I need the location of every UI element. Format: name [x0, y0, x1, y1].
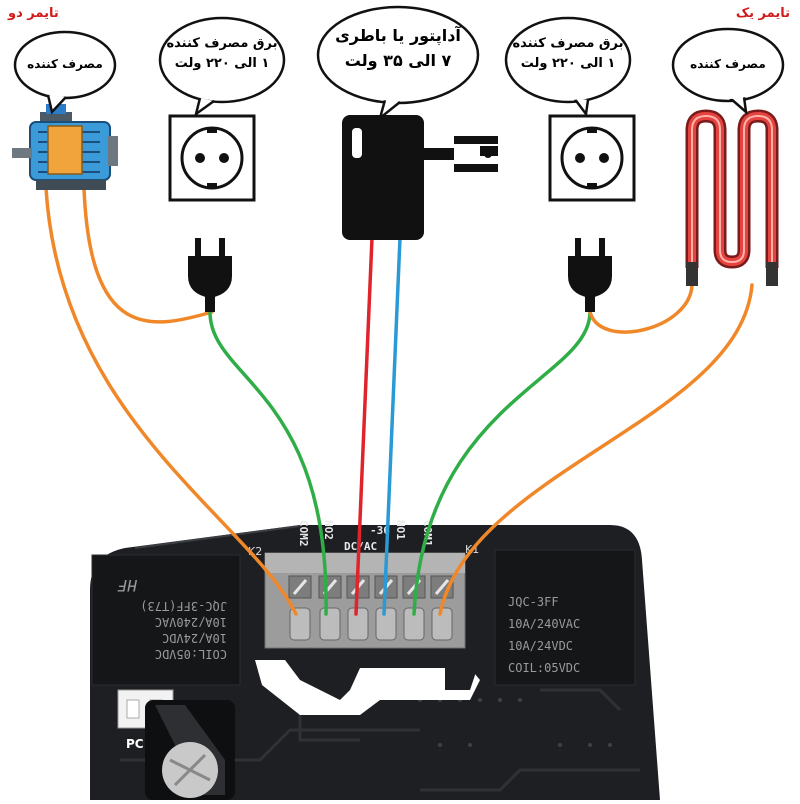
- power-plug-icon: [568, 238, 612, 312]
- bubble-adapter-line2: ۷ الی ۳۵ ولت: [344, 50, 452, 70]
- power-plug-icon: [188, 238, 232, 312]
- terminal-label-dc-range: -36: [370, 524, 390, 537]
- wall-socket-icon: [548, 114, 636, 202]
- bubble-mains-left-line1: برق مصرف کننده: [166, 36, 278, 51]
- relay-k1: JQC-3FF 10A/240VAC 10A/24VDC COIL:05VDC: [494, 549, 636, 686]
- motor-icon: [12, 104, 118, 190]
- relay-k2: COIL:05VDC 10A/24VDC 10A/240VAC JQC-3FF(…: [91, 554, 241, 686]
- terminal-label-no2: NO2: [322, 520, 335, 540]
- bubble-adapter-line1: آداپتور یا باطری: [335, 26, 461, 45]
- relay-left-line2: 10A/24VDC: [162, 631, 227, 645]
- relay-left-line1: COIL:05VDC: [155, 647, 227, 661]
- terminal-label-no1: NO1: [394, 520, 407, 540]
- capacitor: [145, 700, 235, 800]
- bubble-mains-right-text: برق مصرف کننده ۱ الی ۲۲۰ ولت: [508, 34, 628, 74]
- orange-wire: [438, 283, 754, 616]
- timer-one-label: تایمر یک: [735, 6, 790, 21]
- red-wire: [354, 236, 374, 616]
- bubble-consumer-right-text: مصرف کننده: [690, 57, 766, 71]
- bubble-adapter-text: آداپتور یا باطری ۷ الی ۳۵ ولت: [320, 24, 476, 74]
- orange-wire: [44, 186, 298, 616]
- terminal-slot: [402, 575, 426, 641]
- bubble-mains-right-line1: برق مصرف کننده: [512, 36, 624, 51]
- green-wire: [208, 310, 328, 616]
- bubble-mains-left-line2: ۱ الی ۲۲۰ ولت: [174, 56, 270, 72]
- pc-label: PC: [126, 737, 144, 751]
- green-wire: [412, 310, 592, 616]
- relay-left-brand: HF: [117, 576, 138, 595]
- relay-right-line2: 10A/240VAC: [508, 617, 580, 631]
- relay-left-line4: JQC-3FF(T73): [140, 599, 227, 613]
- orange-wire: [82, 186, 214, 324]
- terminal-slot: [288, 575, 312, 641]
- relay-right-line4: COIL:05VDC: [508, 661, 580, 675]
- terminal-label-com2: COM2: [297, 520, 310, 547]
- terminal-slot: [318, 575, 342, 641]
- bubble-mains-left-text: برق مصرف کننده ۱ الی ۲۲۰ ولت: [162, 34, 282, 74]
- blue-wire: [382, 236, 402, 616]
- timer-two-label: تایمر دو: [8, 6, 59, 21]
- power-adapter-icon: [342, 115, 498, 240]
- wall-socket-icon: [168, 114, 256, 202]
- relay-right-line3: 10A/24VDC: [508, 639, 573, 653]
- bubble-consumer-left-text: مصرف کننده: [27, 57, 103, 71]
- relay-right-line1: JQC-3FF: [508, 595, 559, 609]
- heating-element-icon: [685, 109, 779, 286]
- wires: [44, 186, 754, 616]
- terminal-block: [264, 552, 466, 649]
- timer-board: COIL:05VDC 10A/24VDC 10A/240VAC JQC-3FF(…: [90, 520, 660, 800]
- orange-wire: [588, 283, 694, 334]
- relay-left-line3: 10A/240VAC: [155, 615, 227, 629]
- bubble-mains-right-line2: ۱ الی ۲۲۰ ولت: [520, 56, 616, 72]
